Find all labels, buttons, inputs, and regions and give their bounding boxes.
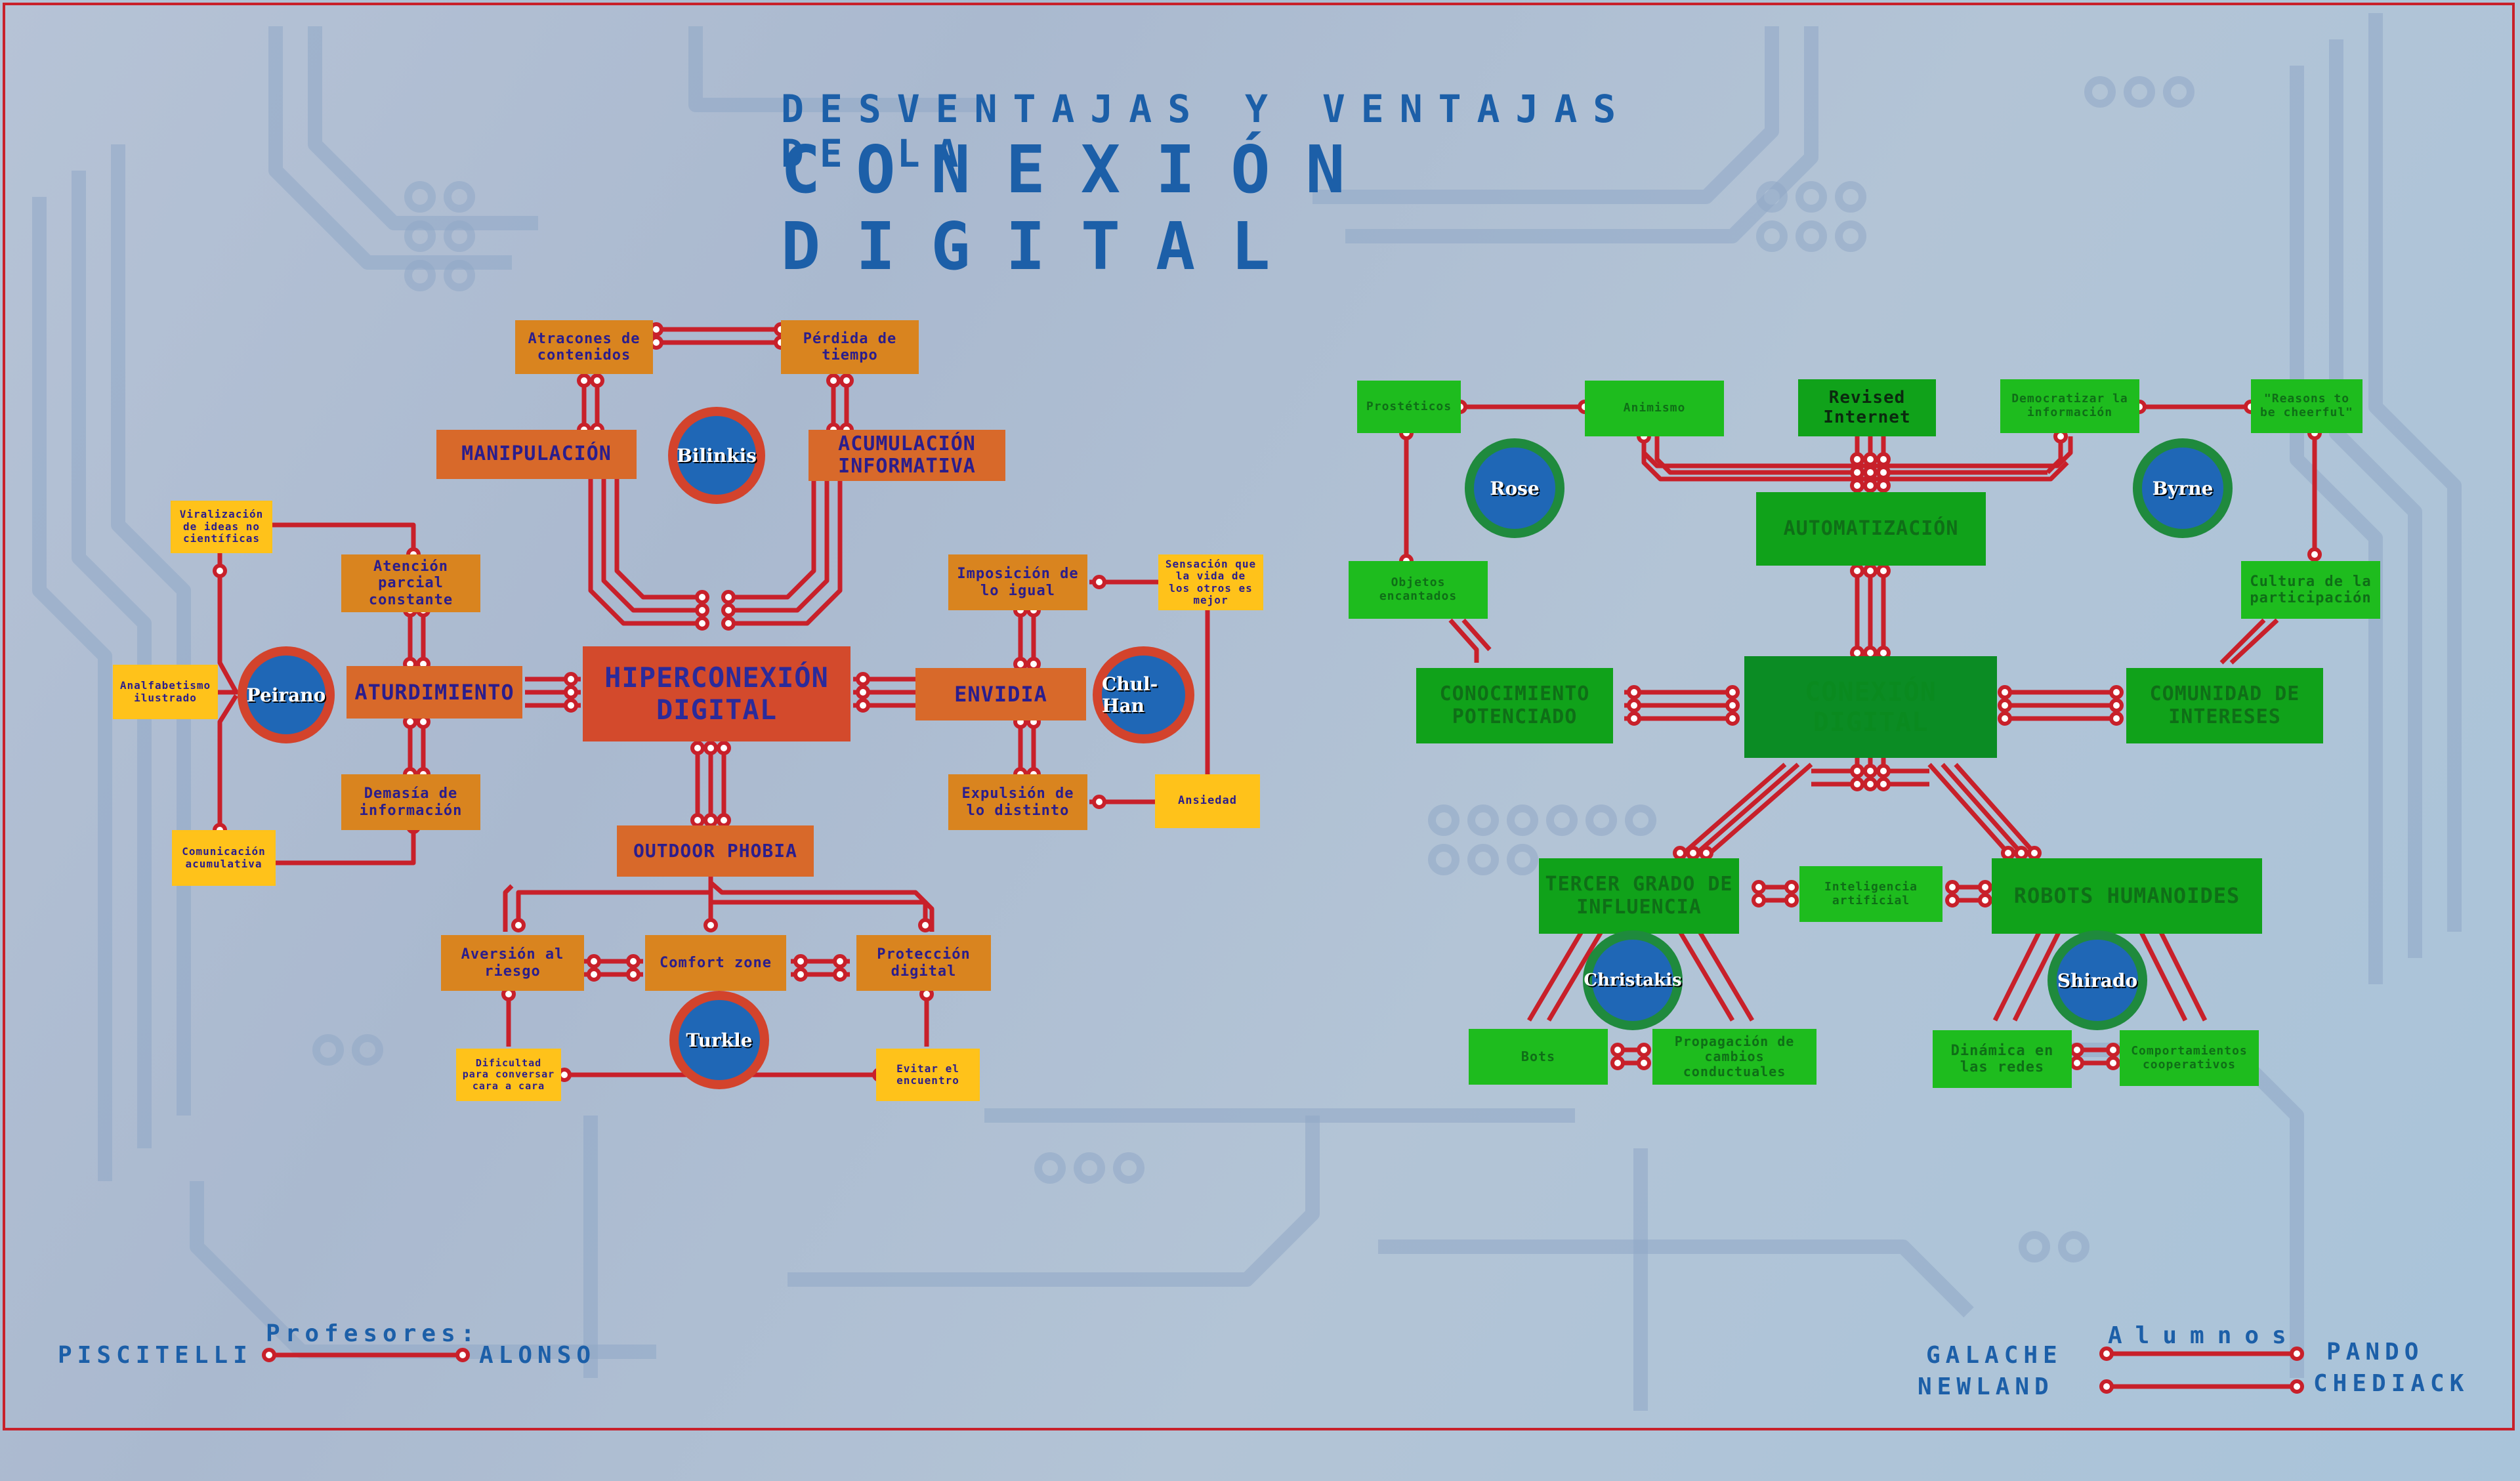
node-viralizacion: Viralización de ideas no científicas bbox=[171, 501, 272, 553]
node-propagacion: Propagación de cambios conductuales bbox=[1652, 1029, 1816, 1085]
profesor-piscitelli: PISCITELLI bbox=[58, 1342, 253, 1369]
alumno-chediack: CHEDIACK bbox=[2313, 1370, 2469, 1397]
node-aturdimiento: ATURDIMIENTO bbox=[346, 666, 522, 719]
node-analfabetismo: Analfabetismo ilustrado bbox=[113, 665, 218, 719]
alumno-newland: NEWLAND bbox=[1918, 1373, 2054, 1400]
node-cultura: Cultura de la participación bbox=[2241, 561, 2380, 619]
central-node-conexion: CONEXIÓN DIGITAL bbox=[1744, 656, 1997, 758]
node-imposicion: Imposición de lo igual bbox=[948, 554, 1087, 610]
node-dinamica: Dinámica en las redes bbox=[1933, 1030, 2072, 1088]
node-comfort: Comfort zone bbox=[645, 935, 786, 991]
node-comportamientos: Comportamientos cooperativos bbox=[2120, 1030, 2259, 1086]
node-acumulacion: ACUMULACIÓN INFORMATIVA bbox=[808, 430, 1005, 481]
profesores-label: Profesores: bbox=[266, 1320, 480, 1347]
node-robots: ROBOTS HUMANOIDES bbox=[1992, 858, 2262, 934]
node-prostetico: Prostéticos bbox=[1357, 381, 1461, 433]
node-atencion: Atención parcial constante bbox=[341, 554, 480, 612]
title-line-2: CONEXIÓN DIGITAL bbox=[781, 131, 1381, 285]
node-sensacion: Sensación que la vida de los otros es me… bbox=[1158, 554, 1263, 610]
node-aversion: Aversión al riesgo bbox=[441, 935, 584, 991]
author-turkle: Turkle bbox=[669, 991, 769, 1089]
alumnos-label: Alumnos bbox=[2108, 1322, 2300, 1349]
node-tercer-grado: TERCER GRADO DE INFLUENCIA bbox=[1539, 858, 1739, 934]
title-line-1: DESVENTAJAS Y VENTAJAS DE LA bbox=[781, 87, 1632, 176]
node-democratizar: Democratizar la información bbox=[2000, 379, 2139, 433]
author-bilinkis: Bilinkis bbox=[668, 407, 765, 504]
node-comunidad: COMUNIDAD DE INTERESES bbox=[2126, 668, 2323, 743]
node-dificultad: Dificultad para conversar cara a cara bbox=[456, 1049, 561, 1101]
page-frame bbox=[3, 3, 2515, 1430]
author-shirado: Shirado bbox=[2048, 930, 2147, 1030]
author-christakis: Christakis bbox=[1583, 930, 1683, 1030]
node-evitar: Evitar el encuentro bbox=[876, 1049, 980, 1101]
node-outdoor-phobia: OUTDOOR PHOBIA bbox=[617, 825, 814, 877]
node-revised-internet: Revised Internet bbox=[1798, 379, 1936, 436]
node-inteligencia: Inteligencia artificial bbox=[1799, 866, 1942, 922]
node-atracones: Atracones de contenidos bbox=[515, 320, 653, 374]
author-chul-han: Chul-Han bbox=[1093, 646, 1194, 743]
node-comunicacion: Comunicación acumulativa bbox=[172, 830, 276, 886]
node-manipulacion: MANIPULACIÓN bbox=[436, 430, 637, 479]
node-envidia: ENVIDIA bbox=[915, 668, 1086, 720]
node-ansiedad: Ansiedad bbox=[1155, 774, 1260, 828]
author-peirano: Peirano bbox=[238, 646, 335, 743]
node-automatizacion: AUTOMATIZACIÓN bbox=[1756, 492, 1986, 566]
node-perdida: Pérdida de tiempo bbox=[781, 320, 919, 374]
node-objetos: Objetos encantados bbox=[1349, 561, 1488, 619]
alumno-galache: GALACHE bbox=[1926, 1342, 2063, 1369]
central-node-hiperconexion: HIPERCONEXIÓN DIGITAL bbox=[583, 646, 850, 741]
alumno-pando: PANDO bbox=[2326, 1339, 2424, 1366]
node-bots: Bots bbox=[1469, 1029, 1608, 1085]
node-demasia: Demasía de información bbox=[341, 774, 480, 830]
author-rose: Rose bbox=[1465, 438, 1564, 538]
author-byrne: Byrne bbox=[2133, 438, 2233, 538]
node-expulsion: Expulsión de lo distinto bbox=[948, 774, 1087, 830]
node-conocimiento: CONOCIMIENTO POTENCIADO bbox=[1416, 668, 1613, 743]
node-animismo: Animismo bbox=[1585, 381, 1724, 436]
node-reasons: "Reasons to be cheerful" bbox=[2251, 379, 2362, 433]
node-proteccion: Protección digital bbox=[856, 935, 991, 991]
profesor-alonso: ALONSO bbox=[479, 1342, 597, 1369]
